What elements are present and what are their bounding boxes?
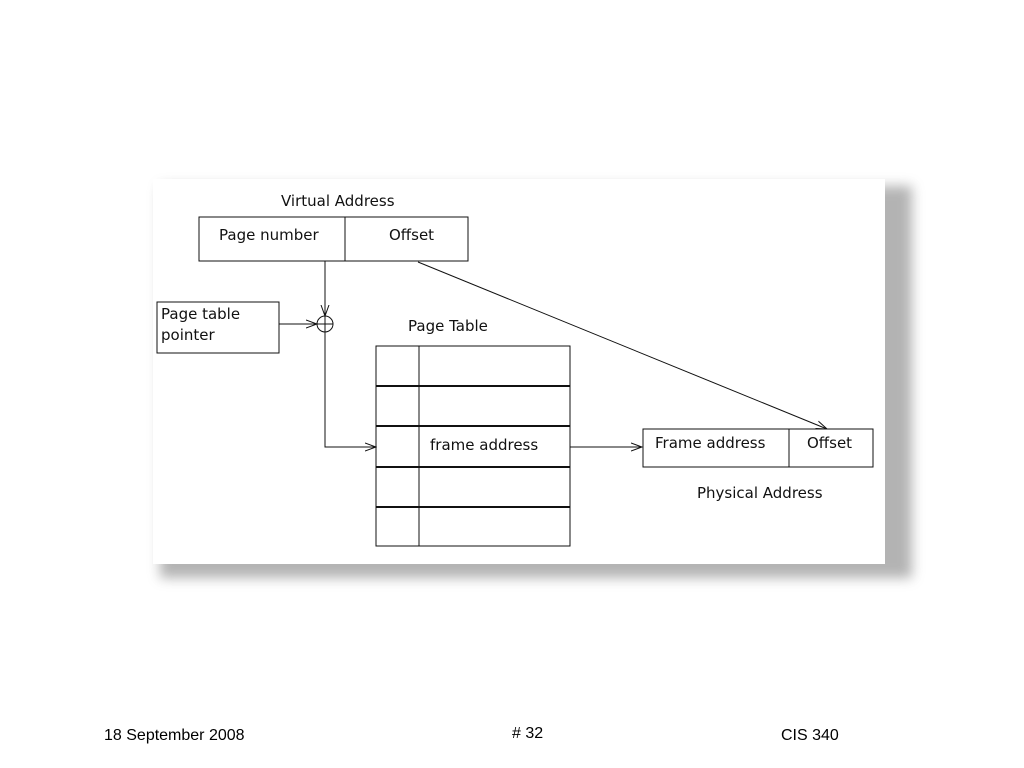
page-table-title: Page Table bbox=[408, 317, 488, 335]
virtual-address-title: Virtual Address bbox=[281, 192, 395, 210]
physical-address-box bbox=[642, 428, 874, 468]
page-number-field: Page number bbox=[219, 226, 319, 244]
adder-to-table-arrow bbox=[324, 332, 376, 447]
physical-frame-field: Frame address bbox=[655, 434, 766, 452]
frame-address-entry: frame address bbox=[430, 436, 538, 454]
page-table bbox=[375, 345, 571, 547]
slide-number: # 32 bbox=[512, 725, 544, 742]
page-table-pointer-box bbox=[156, 301, 280, 354]
physical-offset-field: Offset bbox=[807, 434, 852, 452]
footer-date: 18 September 2008 bbox=[104, 727, 245, 744]
offset-copy-arrow bbox=[417, 261, 827, 429]
address-translation-diagram: Virtual Address Page number Offset Page … bbox=[153, 179, 885, 564]
page-table-pointer-line2: pointer bbox=[161, 326, 215, 344]
page-table-pointer-line1: Page table bbox=[161, 305, 240, 323]
virtual-address-box bbox=[198, 216, 469, 262]
adder-symbol bbox=[316, 315, 334, 333]
virtual-offset-field: Offset bbox=[389, 226, 434, 244]
footer-course: CIS 340 bbox=[781, 727, 839, 744]
physical-address-title: Physical Address bbox=[697, 484, 823, 502]
